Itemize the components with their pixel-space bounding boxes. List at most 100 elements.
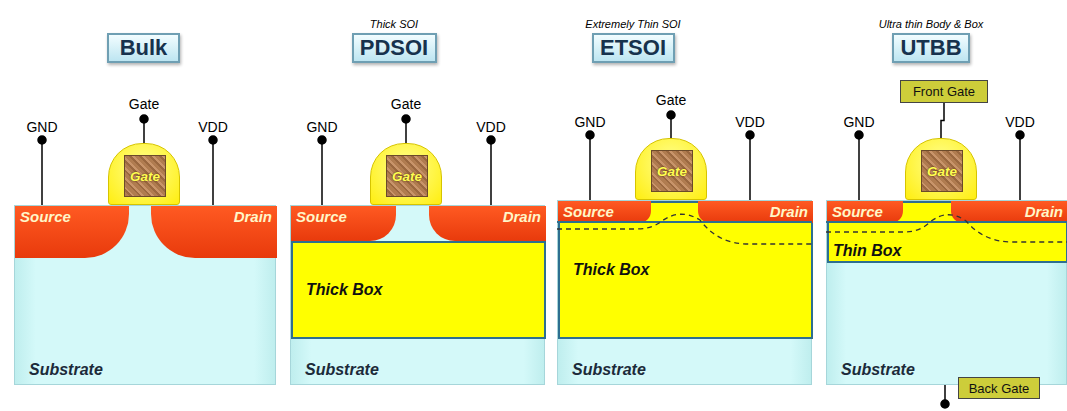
pin-label: Gate xyxy=(656,92,686,108)
pin-label-holder: VDD xyxy=(700,113,800,131)
node-label: Gate xyxy=(392,169,422,184)
pin-label-holder: Gate xyxy=(621,91,721,109)
pin-label: GND xyxy=(574,114,605,130)
source-region: Source xyxy=(827,201,903,223)
wire xyxy=(858,135,860,200)
subtitle: Ultra thin Body & Box xyxy=(879,18,984,30)
node-label: Back Gate xyxy=(969,381,1030,396)
gate-structure: Gate xyxy=(905,138,977,200)
node-label: Thick Box xyxy=(306,281,382,299)
node-label: Bulk xyxy=(120,35,168,61)
terminal-dot xyxy=(667,111,675,119)
node-label: Substrate xyxy=(572,361,646,379)
pin-label: VDD xyxy=(198,119,228,135)
pin-label: GND xyxy=(306,119,337,135)
header-box: Thick SOIPDSOI xyxy=(352,33,437,63)
node-label: Thick Box xyxy=(573,261,649,279)
node-label: Source xyxy=(296,208,347,225)
subtitle-holder: Thick SOI xyxy=(284,14,505,32)
terminal-dot xyxy=(209,136,217,144)
gate-structure: Gate xyxy=(635,138,707,200)
pin-label-holder: Gate xyxy=(356,95,456,113)
pin-label-holder: VDD xyxy=(441,118,541,136)
terminal-dot xyxy=(941,400,949,408)
substrate-region: Substrate Source Drain xyxy=(14,205,276,385)
drain-region: Drain xyxy=(698,201,813,223)
header-box: Ultra thin Body & BoxUTBB xyxy=(892,33,970,63)
drain-region: Drain xyxy=(429,206,546,241)
buried-oxide-box: Thick Box xyxy=(291,241,546,339)
node-label: Front Gate xyxy=(913,84,975,99)
drain-region: Drain xyxy=(151,206,277,258)
pin-label-holder: GND xyxy=(272,118,372,136)
depletion-line xyxy=(826,215,1067,242)
node-label: Gate xyxy=(130,169,160,184)
node-label: Source xyxy=(832,203,883,220)
subtitle-holder: Ultra thin Body & Box xyxy=(824,14,1038,32)
terminal-box: Back Gate xyxy=(958,377,1040,399)
source-region: Source xyxy=(15,206,129,258)
terminal-dot xyxy=(402,115,410,123)
source-region: Source xyxy=(558,201,651,223)
terminal-dot xyxy=(487,136,495,144)
pin-label: GND xyxy=(843,114,874,130)
header-box: Bulk xyxy=(107,33,180,63)
pin-label: VDD xyxy=(735,114,765,130)
wire xyxy=(589,135,591,200)
pin-label-holder: Gate xyxy=(94,95,194,113)
terminal-dot xyxy=(318,136,326,144)
pin-label-holder: VDD xyxy=(970,113,1067,131)
pin-label: GND xyxy=(26,119,57,135)
substrate-region: Substrate Thick Box Source Drain xyxy=(557,200,812,385)
node-label: Thin Box xyxy=(833,242,901,260)
pin-label: Gate xyxy=(391,96,421,112)
node-label: Substrate xyxy=(841,361,915,379)
drain-region: Drain xyxy=(951,201,1067,223)
wire-connector xyxy=(941,103,944,138)
wire xyxy=(490,140,492,205)
source-region: Source xyxy=(291,206,396,241)
node-label: Drain xyxy=(234,208,272,225)
body-box-interface xyxy=(557,221,812,223)
subtitle-holder: Extremely Thin SOI xyxy=(524,14,743,32)
terminal-dot xyxy=(855,131,863,139)
wire xyxy=(41,140,43,205)
terminal-dot xyxy=(746,131,754,139)
wire xyxy=(1019,135,1021,200)
node-label: Substrate xyxy=(305,361,379,379)
node-label: Source xyxy=(20,208,71,225)
depletion-line xyxy=(557,214,812,244)
gate-electrode: Gate xyxy=(124,155,166,197)
gate-structure: Gate xyxy=(370,143,442,205)
node-label: PDSOI xyxy=(360,35,428,61)
pin-label-holder: GND xyxy=(0,118,92,136)
node-label: Drain xyxy=(503,208,541,225)
terminal-dot xyxy=(1016,131,1024,139)
pin-label: Gate xyxy=(129,96,159,112)
wire xyxy=(941,103,944,138)
node-label: ETSOI xyxy=(600,35,666,61)
node-label: Substrate xyxy=(29,361,103,379)
subtitle: Extremely Thin SOI xyxy=(585,18,680,30)
pin-label-holder: GND xyxy=(540,113,640,131)
terminal-dot xyxy=(140,115,148,123)
terminal-dot xyxy=(38,136,46,144)
node-label: Source xyxy=(563,203,614,220)
node-label: Drain xyxy=(1025,203,1063,220)
node-label: Gate xyxy=(657,164,687,179)
pin-label-holder: GND xyxy=(809,113,909,131)
node-label: UTBB xyxy=(900,35,961,61)
pin-label: VDD xyxy=(1005,114,1035,130)
gate-structure: Gate xyxy=(108,143,180,205)
wire xyxy=(321,140,323,205)
pin-label-holder: VDD xyxy=(163,118,263,136)
wire xyxy=(749,135,751,200)
terminal-dot xyxy=(586,131,594,139)
terminal-box: Front Gate xyxy=(900,80,988,103)
wire xyxy=(212,140,214,205)
subtitle: Thick SOI xyxy=(370,18,418,30)
node-label: Gate xyxy=(927,164,957,179)
gate-electrode: Gate xyxy=(386,155,428,197)
